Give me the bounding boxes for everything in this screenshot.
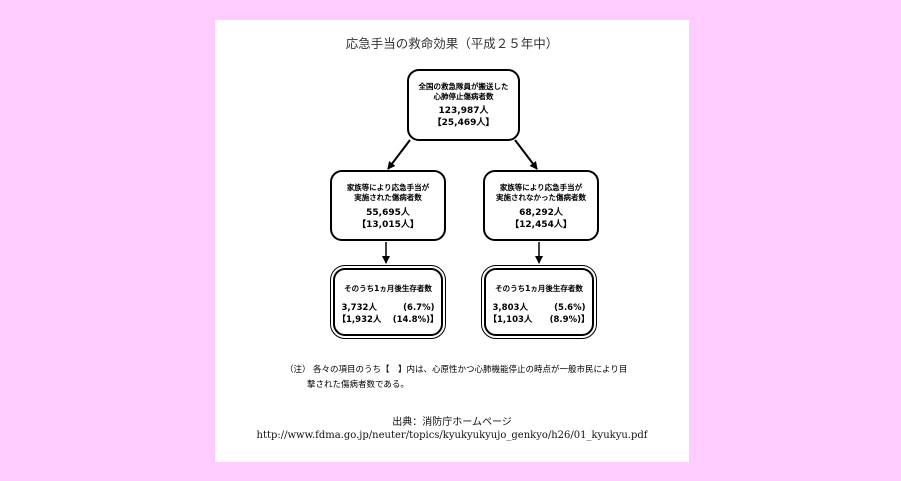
diagram-title: 応急手当の救命効果（平成２５年中） xyxy=(345,36,559,51)
flow-arrows xyxy=(382,139,543,264)
first-aid-given-label-line1: 家族等により応急手当が xyxy=(346,183,430,192)
survival-with-first-aid-box: そのうち1ヵ月後生存者数 3,732人 (6.7%) 【1,932人 (14.8… xyxy=(330,265,446,339)
source-label: 出典：消防庁ホームページ xyxy=(392,417,512,428)
survival-with-first-aid-pct-bracket: (14.8%)】 xyxy=(392,315,439,325)
first-aid-given-value-bracket: 【13,015人】 xyxy=(357,220,419,230)
first-aid-not-given-value: 68,292人 xyxy=(519,208,563,218)
arrow-top-to-right xyxy=(514,139,538,170)
survival-without-first-aid-box: そのうち1ヵ月後生存者数 3,803人 (5.6%) 【1,103人 (8.9%… xyxy=(481,265,597,339)
first-aid-not-given-label-line2: 実施されなかった傷病者数 xyxy=(496,193,586,202)
total-patients-box: 全国の救急隊員が搬送した 心肺停止傷病者数 123,987人 【25,469人】 xyxy=(407,69,520,141)
footnote-mark: （注） xyxy=(285,365,311,375)
footnote-line2: 撃された傷病者数である。 xyxy=(307,380,409,390)
survival-without-first-aid-label: そのうち1ヵ月後生存者数 xyxy=(495,284,583,293)
survival-with-first-aid-pct: (6.7%) xyxy=(403,303,435,313)
first-aid-given-label-line2: 実施された傷病者数 xyxy=(354,193,422,202)
survival-without-first-aid-pct: (5.6%) xyxy=(554,303,586,313)
survival-with-first-aid-count: 3,732人 xyxy=(341,303,377,313)
footnote: （注）各々の項目のうち【 】内は、心原性かつ心肺機能停止の時点が一般市民により目… xyxy=(285,363,675,393)
total-label-line1: 全国の救急隊員が搬送した xyxy=(418,82,509,91)
total-label-line2: 心肺停止傷病者数 xyxy=(433,92,494,101)
first-aid-not-given-value-bracket: 【12,454人】 xyxy=(510,220,572,230)
survival-without-first-aid-count-bracket: 【1,103人 xyxy=(488,315,533,325)
arrow-top-to-left xyxy=(387,139,411,170)
source-url: http://www.fdma.go.jp/neuter/topics/kyuk… xyxy=(256,430,648,441)
first-aid-not-given-box: 家族等により応急手当が 実施されなかった傷病者数 68,292人 【12,454… xyxy=(483,170,599,241)
first-aid-given-box: 家族等により応急手当が 実施された傷病者数 55,695人 【13,015人】 xyxy=(330,170,446,241)
survival-with-first-aid-label: そのうち1ヵ月後生存者数 xyxy=(344,284,432,293)
total-value-bracket: 【25,469人】 xyxy=(432,118,495,128)
survival-without-first-aid-pct-bracket: (8.9%)】 xyxy=(549,315,590,325)
footnote-line1: 各々の項目のうち【 】内は、心原性かつ心肺機能停止の時点が一般市民により目 xyxy=(313,365,628,375)
first-aid-not-given-label-line1: 家族等により応急手当が xyxy=(499,183,583,192)
first-aid-given-value: 55,695人 xyxy=(366,208,410,218)
survival-with-first-aid-count-bracket: 【1,932人 xyxy=(337,315,382,325)
total-value: 123,987人 xyxy=(438,106,489,116)
diagram-panel: 応急手当の救命効果（平成２５年中） 全国の救急隊員が搬送した 心肺停止傷病者数 … xyxy=(215,20,689,462)
survival-without-first-aid-count: 3,803人 xyxy=(492,303,528,313)
